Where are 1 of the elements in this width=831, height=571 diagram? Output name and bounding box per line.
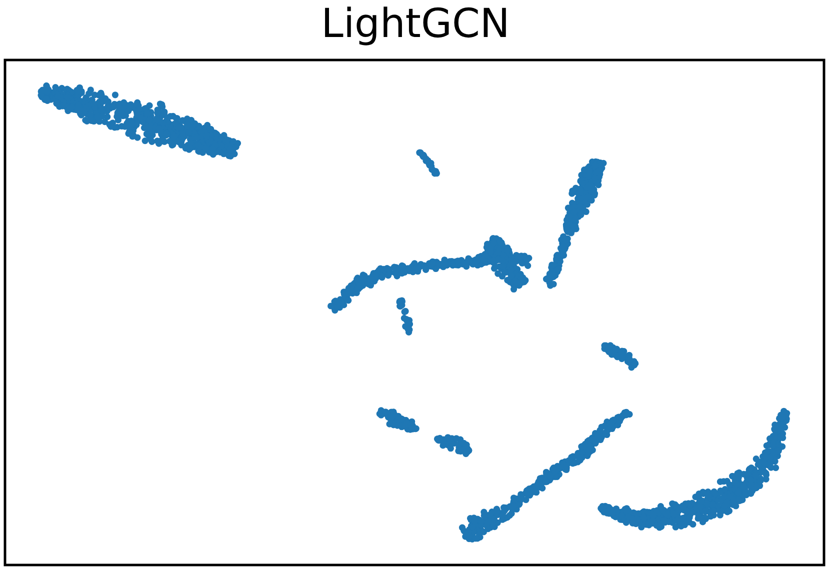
chart-title: LightGCN: [320, 0, 511, 48]
